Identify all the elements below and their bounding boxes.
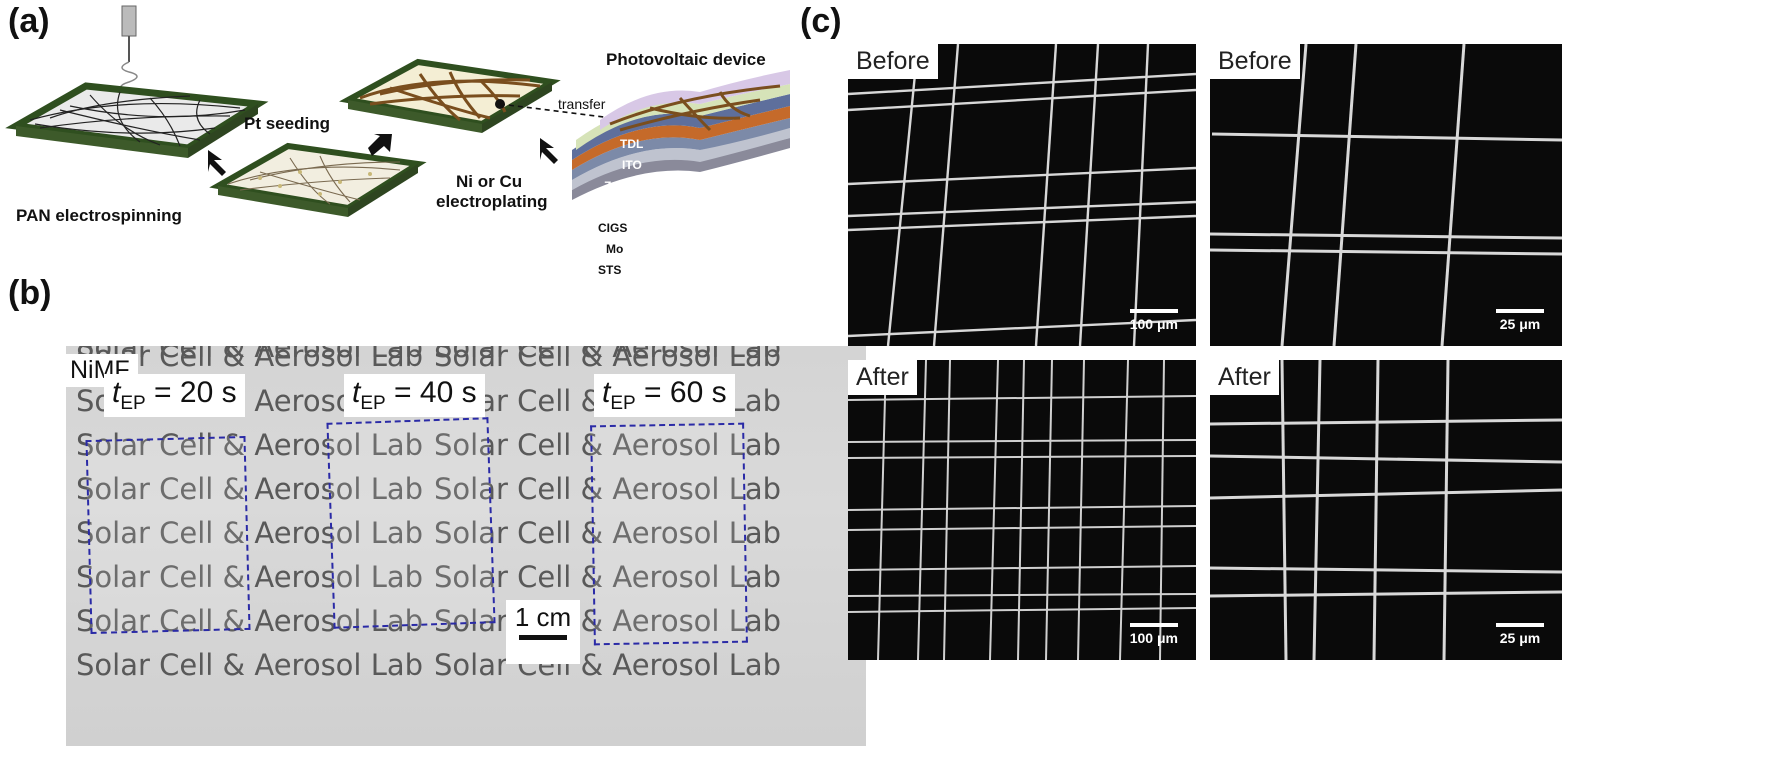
frame-electrospun (5, 82, 269, 158)
sem-label-before: Before (848, 44, 938, 79)
layer-label-sts: STS (598, 263, 622, 277)
background-text-row: Solar Cell & Aerosol Lab (76, 472, 424, 506)
sem-scale-label: 100 μm (1129, 316, 1178, 332)
frame-seeded (209, 142, 427, 217)
panel-b-label: (b) (8, 274, 52, 312)
time-subscript: EP (360, 393, 386, 414)
background-text-row: Solar Cell & Aerosol Lab (76, 604, 424, 638)
background-text-row: Solar Cell & Aerosol Lab (434, 560, 782, 594)
layer-label-cigs: CIGS (598, 221, 628, 235)
sem-scale-bar: 100 μm (1130, 309, 1178, 332)
sem-scale-bar: 25 μm (1496, 309, 1544, 332)
background-text-row: Solar Cell & Aerosol Lab (76, 560, 424, 594)
layer-label-cds: CdS (620, 200, 644, 214)
arrow-icon (368, 134, 392, 156)
schematic-illustration (5, 5, 790, 217)
time-subscript: EP (120, 393, 146, 414)
background-text-row: Solar Cell & Aerosol Lab (434, 516, 782, 550)
scale-bar-label: 1 cm (514, 602, 572, 632)
panel-a-label: (a) (8, 2, 50, 40)
background-text-row: Solar Cell & Aerosol Lab (76, 516, 424, 550)
step-electrospinning-label: PAN electrospinning (16, 206, 182, 225)
layer-label-tdl: TDL (620, 137, 644, 151)
time-symbol: t (602, 376, 611, 409)
scale-bar: 1 cm (506, 600, 580, 664)
arrow-icon (540, 138, 558, 164)
sample-region-20s (85, 435, 251, 635)
time-value: = 40 s (394, 376, 477, 409)
step-plating-label-1: Ni or Cu (456, 172, 523, 191)
frame-plated (339, 58, 561, 133)
background-text-row: Solar Cell & Aerosol Lab (434, 346, 782, 364)
background-text-row: Solar Cell & Aerosol Lab (434, 346, 782, 373)
panel-c-label: (c) (800, 2, 842, 40)
sem-image-after-25um: After 25 μm (1210, 360, 1562, 660)
sem-label-after: After (848, 360, 917, 395)
step-seeding-label: Pt seeding (244, 114, 330, 133)
photovoltaic-device-stack (572, 70, 790, 200)
sample-region-40s (326, 417, 496, 629)
layer-label-zno: ZnO (604, 179, 628, 193)
background-text-row: Solar Cell & Aerosol Lab (434, 428, 782, 462)
background-text-row: Solar Cell & Aerosol Lab (434, 604, 782, 638)
time-label-20s: tEP = 20 s (104, 374, 245, 417)
background-text-row: Solar Cell & Aerosol Lab (434, 472, 782, 506)
time-symbol: t (352, 376, 361, 409)
scale-bar-line (519, 635, 567, 640)
sem-scale-bar: 25 μm (1496, 623, 1544, 646)
time-label-60s: tEP = 60 s (594, 374, 735, 417)
transfer-label: transfer (558, 96, 606, 112)
layer-label-ito: ITO (622, 158, 642, 172)
sample-region-60s (590, 422, 748, 646)
layer-label-mo: Mo (606, 242, 624, 256)
layer-labels: TDL ITO ZnO CdS CIGS Mo STS (596, 134, 644, 281)
sem-scale-label: 100 μm (1129, 630, 1178, 646)
sem-image-before-100um: Before 100 μm (848, 44, 1196, 346)
sem-image-before-25um: Before 25 μm (1210, 44, 1562, 346)
syringe-icon (120, 5, 138, 101)
sem-image-after-100um: After 100 μm (848, 360, 1196, 660)
sem-scale-label: 25 μm (1499, 630, 1541, 646)
sem-scale-label: 25 μm (1499, 316, 1541, 332)
sem-label-after: After (1210, 360, 1279, 395)
time-label-40s: tEP = 40 s (344, 374, 485, 417)
sample-photo: Solar Cell & Aerosol Lab Solar Cell & Ae… (66, 346, 866, 746)
sem-scale-bar: 100 μm (1130, 623, 1178, 646)
step-device-label: Photovoltaic device (606, 50, 766, 69)
step-plating-label-2: electroplating (436, 192, 548, 211)
time-value: = 20 s (154, 376, 237, 409)
background-text-row: Solar Cell & Aerosol Lab (76, 346, 424, 364)
arrow-icon (208, 150, 226, 176)
time-subscript: EP (610, 393, 636, 414)
background-text-row: Solar Cell & Aerosol Lab (434, 648, 782, 682)
time-value: = 60 s (644, 376, 727, 409)
background-text-row: Solar Cell & Aerosol Lab (76, 428, 424, 462)
time-symbol: t (112, 376, 121, 409)
sem-label-before: Before (1210, 44, 1300, 79)
background-text-row: Solar Cell & Aerosol Lab (76, 648, 424, 682)
